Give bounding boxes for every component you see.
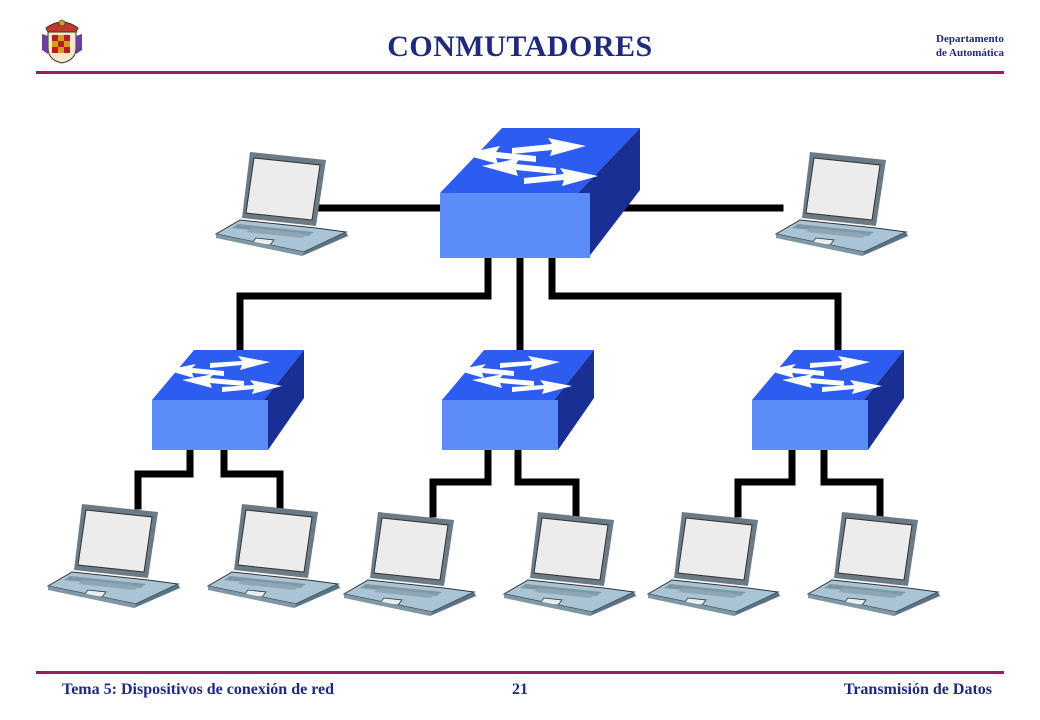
department-line-2: de Automática xyxy=(935,47,1004,59)
course-topic: Tema 5: Dispositivos de conexión de red xyxy=(62,681,335,698)
cable-switch-middle-to-laptop-3 xyxy=(429,446,492,518)
cable-switch-right-to-laptop-5 xyxy=(734,446,796,518)
cables xyxy=(134,204,884,518)
laptop-top-right xyxy=(775,151,909,257)
page-number: 21 xyxy=(512,681,528,698)
laptop-1 xyxy=(47,503,181,609)
footer-divider xyxy=(36,671,1004,674)
laptop-4 xyxy=(503,511,637,617)
cable-switch-left-to-laptop-1 xyxy=(134,446,194,510)
department-line-1: Departamento xyxy=(936,33,1004,45)
laptop-top-left xyxy=(215,151,349,257)
subject-name: Transmisión de Datos xyxy=(843,681,992,698)
cable-switch-middle-to-laptop-4 xyxy=(514,446,580,518)
cable-switch-right-to-laptop-6 xyxy=(820,446,884,518)
laptop-6 xyxy=(807,511,941,617)
department-label: Departamento de Automática xyxy=(936,32,1004,60)
switch-core xyxy=(440,128,640,258)
header-divider xyxy=(36,71,1004,74)
switch-right xyxy=(752,350,904,450)
university-crest-icon xyxy=(42,19,82,64)
cable-core-to-switch-right xyxy=(548,254,842,354)
laptop-5 xyxy=(647,511,781,617)
switch-left xyxy=(152,350,304,450)
cable-switch-left-to-laptop-2 xyxy=(220,446,284,510)
laptop-3 xyxy=(343,511,477,617)
cable-core-to-switch-left xyxy=(236,254,492,354)
laptop-2 xyxy=(207,503,341,609)
switch-middle xyxy=(442,350,594,450)
page-title: CONMUTADORES xyxy=(387,30,653,63)
